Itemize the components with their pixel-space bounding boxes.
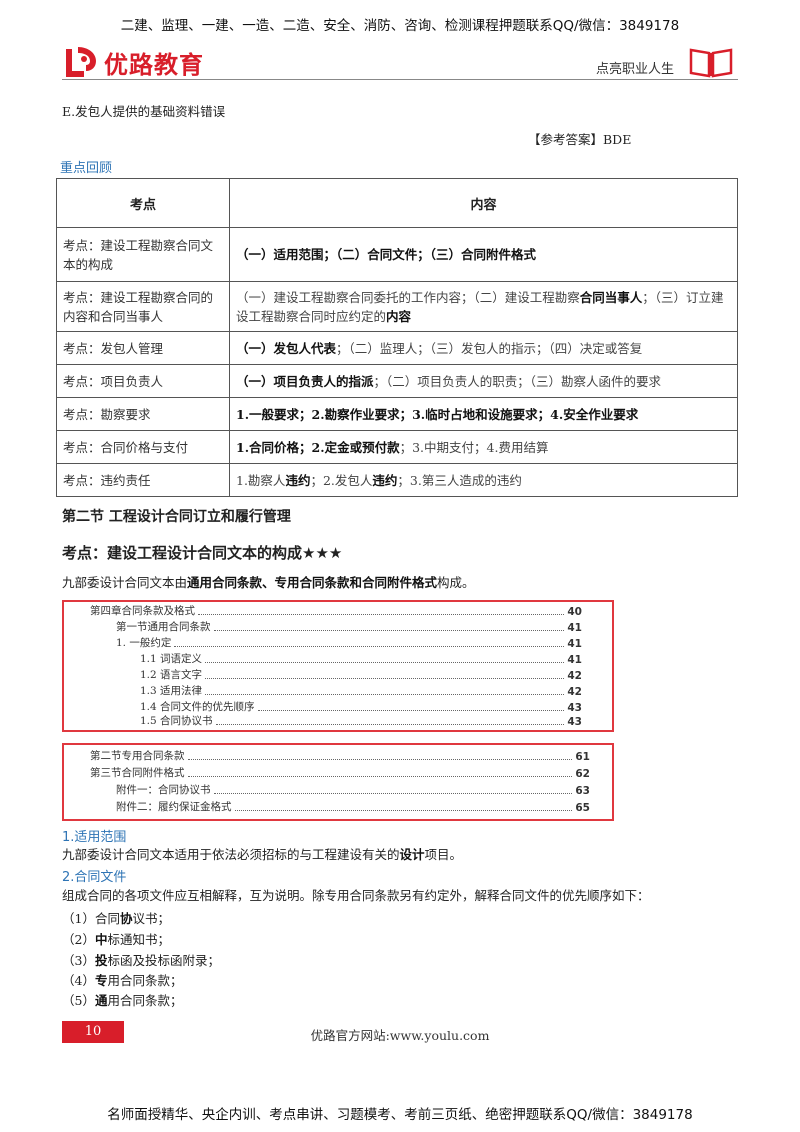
table-cell-point: 考点：建设工程勘察合同文本的构成 [56,227,230,282]
review-heading: 重点回顾 [60,161,113,176]
table-row: 考点：勘察要求 1.一般要求；2.勘察作业要求；3.临时占地和设施要求；4.安全… [56,397,738,431]
table-cell-content: （一）项目负责人的指派；（二）项目负责人的职责；（三）勘察人函件的要求 [229,364,738,398]
list-item: （4）专用合同条款； [62,973,183,988]
table-cell-content: 1.勘察人违约；2.发包人违约；3.第三人造成的违约 [229,463,738,497]
table-row: 考点：发包人管理 （一）发包人代表；（二）监理人；（三）发包人的指示；（四）决定… [56,331,738,365]
table-cell-point: 考点：建设工程勘察合同的内容和合同当事人 [56,281,230,332]
logo-mark-icon [62,45,98,79]
list-item: （5）通用合同条款； [62,993,183,1008]
scope-paragraph: 九部委设计合同文本适用于依法必须招标的与工程建设有关的设计项目。 [62,847,463,862]
logo: 优路教育 [62,44,204,80]
option-e: E.发包人提供的基础资料错误 [62,104,226,119]
table-cell-point: 考点：违约责任 [56,463,230,497]
kaodian-title: 考点：建设工程设计合同文本的构成★★★ [62,544,343,562]
list-item: （2）中标通知书； [62,932,170,947]
footer-website: 优路官方网站:www.youlu.com [310,1028,490,1043]
table-cell-point: 考点：勘察要求 [56,397,230,431]
table-cell-content: 1.一般要求；2.勘察作业要求；3.临时占地和设施要求；4.安全作业要求 [229,397,738,431]
table-cell-content: （一）建设工程勘察合同委托的工作内容；（二）建设工程勘察合同当事人；（三）订立建… [229,281,738,332]
header-divider [62,79,738,80]
table-cell-point: 考点：项目负责人 [56,364,230,398]
book-icon [688,46,734,82]
toc-box-general [62,600,614,732]
intro-paragraph: 九部委设计合同文本由通用合同条款、专用合同条款和合同附件格式构成。 [62,575,475,590]
table-header-row: 考点 内容 [56,178,738,228]
list-item: （3）投标函及投标函附录； [62,953,220,968]
table-cell-content: 1.合同价格；2.定金或预付款；3.中期支付；4.费用结算 [229,430,738,464]
section-title: 第二节 工程设计合同订立和履行管理 [62,509,291,525]
table-row: 考点：合同价格与支付 1.合同价格；2.定金或预付款；3.中期支付；4.费用结算 [56,430,738,464]
page-number: 10 [62,1021,124,1043]
slogan: 点亮职业人生 [595,62,674,77]
subheading-scope: 1.适用范围 [62,830,127,845]
table-header-content: 内容 [229,178,738,228]
table-cell-content: （一）适用范围；（二）合同文件；（三）合同附件格式 [229,227,738,282]
table-cell-point: 考点：合同价格与支付 [56,430,230,464]
toc-box-special [62,743,614,821]
top-banner: 二建、监理、一建、一造、二造、安全、消防、咨询、检测课程押题联系QQ/微信：38… [120,18,680,34]
table-row: 考点：违约责任 1.勘察人违约；2.发包人违约；3.第三人造成的违约 [56,463,738,497]
reference-answer: 【参考答案】BDE [528,132,632,147]
table-header-point: 考点 [56,178,230,228]
logo-text: 优路教育 [104,50,204,79]
table-cell-point: 考点：发包人管理 [56,331,230,365]
table-row: 考点：项目负责人 （一）项目负责人的指派；（二）项目负责人的职责；（三）勘察人函… [56,364,738,398]
bottom-banner: 名师面授精华、央企内训、考点串讲、习题模考、考前三页纸、绝密押题联系QQ/微信：… [107,1107,693,1123]
subheading-docs: 2.合同文件 [62,870,127,885]
table-cell-content: （一）发包人代表；（二）监理人；（三）发包人的指示；（四）决定或答复 [229,331,738,365]
review-table: 考点 内容 考点：建设工程勘察合同文本的构成 （一）适用范围；（二）合同文件；（… [56,178,738,497]
list-item: （1）合同协议书； [62,911,170,926]
table-row: 考点：建设工程勘察合同文本的构成 （一）适用范围；（二）合同文件；（三）合同附件… [56,227,738,282]
docs-paragraph: 组成合同的各项文件应互相解释，互为说明。除专用合同条款另有约定外，解释合同文件的… [62,888,650,903]
table-row: 考点：建设工程勘察合同的内容和合同当事人 （一）建设工程勘察合同委托的工作内容；… [56,281,738,332]
